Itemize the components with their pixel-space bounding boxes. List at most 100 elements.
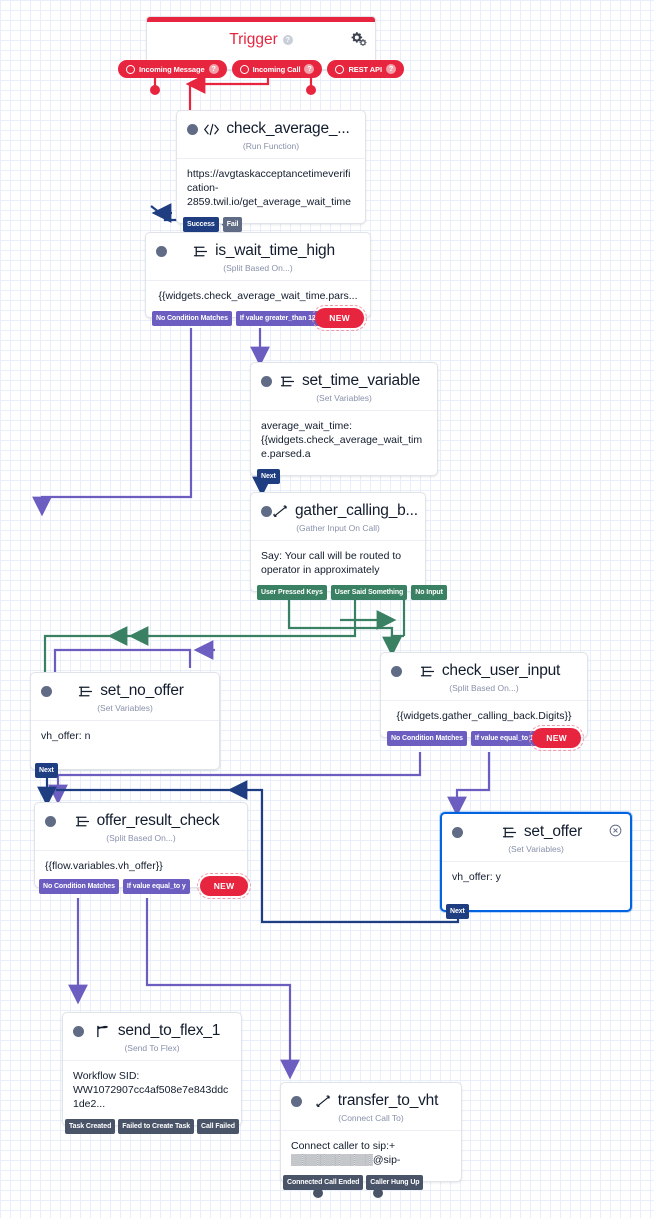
widget-inlet-dot[interactable] <box>452 826 463 838</box>
port-if-value-equal-to[interactable]: If value equal_to y <box>122 878 190 894</box>
split-icon <box>279 373 296 390</box>
port-success[interactable]: Success <box>183 217 219 232</box>
widget-type: (Send To Flex) <box>124 1043 180 1053</box>
widget-body: vh_offer: y <box>442 861 630 910</box>
port-failed-to-create-task[interactable]: Failed to Create Task <box>118 1119 195 1134</box>
split-icon <box>501 824 518 841</box>
widget-header: check_user_input <box>381 653 587 682</box>
widget-inlet-dot[interactable] <box>261 505 272 517</box>
trigger-port-label: Incoming Call <box>252 64 301 74</box>
question-mark-icon[interactable]: ? <box>208 64 219 74</box>
widget-header: transfer_to_vht <box>281 1083 461 1112</box>
trigger-ports: Incoming Message ? Incoming Call ? REST … <box>118 60 404 78</box>
port-connected-call-ended[interactable]: Connected Call Ended <box>283 1175 364 1190</box>
widget-set-time-variable[interactable]: set_time_variable (Set Variables) averag… <box>250 362 438 484</box>
widget-title: is_wait_time_high <box>215 242 335 259</box>
widget-inlet-dot[interactable] <box>41 685 52 697</box>
trigger-port-label: Incoming Message <box>139 64 205 74</box>
port-caller-hung-up[interactable]: Caller Hung Up <box>366 1175 424 1190</box>
question-mark-icon[interactable]: ? <box>385 64 396 74</box>
widget-title: set_offer <box>523 823 583 840</box>
port-if-value-equal-to[interactable]: If value equal_to 1 <box>470 731 538 746</box>
widget-inlet-dot[interactable] <box>391 665 402 677</box>
circle-icon <box>239 64 249 74</box>
widget-transfer-to-vht[interactable]: transfer_to_vht (Connect Call To) Connec… <box>280 1082 462 1190</box>
widget-header: set_no_offer <box>31 673 219 702</box>
widget-body: average_wait_time: {{widgets.check_avera… <box>251 410 437 475</box>
trigger-port-rest-api[interactable]: REST API ? <box>327 60 404 78</box>
close-circle-icon[interactable] <box>609 824 622 837</box>
widget-title: set_no_offer <box>100 682 184 699</box>
widget-title: check_user_input <box>441 662 561 679</box>
widget-ports: No Condition Matches If value equal_to y… <box>39 873 252 899</box>
port-no-condition-matches[interactable]: No Condition Matches <box>152 311 232 326</box>
widget-title: transfer_to_vht <box>337 1092 439 1109</box>
port-task-created[interactable]: Task Created <box>65 1119 116 1134</box>
phone-icon <box>272 503 289 520</box>
code-icon <box>203 121 220 138</box>
widget-body: vh_offer: n <box>31 720 219 769</box>
port-next[interactable]: Next <box>35 763 58 778</box>
widget-is-wait-time-high[interactable]: is_wait_time_high (Split Based On...) {{… <box>145 232 371 331</box>
widget-type: (Split Based On...) <box>223 263 293 273</box>
widget-set-no-offer[interactable]: set_no_offer (Set Variables) vh_offer: n… <box>30 672 220 778</box>
widget-ports: Next <box>446 904 469 919</box>
widget-header: send_to_flex_1 <box>63 1013 241 1042</box>
port-if-value-greater-than[interactable]: If value greater_than 120 <box>235 311 324 326</box>
phone-icon <box>315 1093 332 1110</box>
widget-inlet-dot[interactable] <box>187 123 198 135</box>
widget-type: (Split Based On...) <box>106 833 176 843</box>
port-call-failed[interactable]: Call Failed <box>197 1119 239 1134</box>
question-mark-icon[interactable]: ? <box>304 64 315 74</box>
widget-inlet-dot[interactable] <box>156 245 167 257</box>
widget-type: (Set Variables) <box>316 393 372 403</box>
new-condition-badge[interactable]: NEW <box>312 305 367 331</box>
port-no-input[interactable]: No Input <box>411 585 447 600</box>
split-icon <box>74 813 91 830</box>
widget-check-average[interactable]: check_average_... (Run Function) https:/… <box>176 110 366 232</box>
widget-inlet-dot[interactable] <box>73 1025 84 1037</box>
widget-body: {{flow.variables.vh_offer}} <box>35 850 247 887</box>
port-no-condition-matches[interactable]: No Condition Matches <box>39 878 119 894</box>
port-no-condition-matches[interactable]: No Condition Matches <box>387 731 467 746</box>
widget-ports: No Condition Matches If value equal_to 1 <box>387 731 538 746</box>
new-condition-badge[interactable]: NEW <box>529 725 584 751</box>
gears-icon[interactable] <box>351 30 367 46</box>
widget-body: Workflow SID: WW1072907cc4af508e7e843ddc… <box>63 1060 241 1125</box>
widget-type: (Run Function) <box>242 141 300 151</box>
widget-gather-calling-back[interactable]: gather_calling_b... (Gather Input On Cal… <box>250 492 447 600</box>
widget-inlet-dot[interactable] <box>261 375 272 387</box>
widget-check-user-input[interactable]: check_user_input (Split Based On...) {{w… <box>380 652 588 751</box>
trigger-title: Trigger ? <box>229 31 293 49</box>
widget-ports: No Condition Matches If value greater_th… <box>152 311 324 326</box>
split-icon <box>419 663 436 680</box>
widget-offer-result-check[interactable]: offer_result_check (Split Based On...) {… <box>34 802 252 899</box>
widget-set-offer[interactable]: set_offer (Set Variables) vh_offer: y Ne… <box>440 812 632 919</box>
widget-title: offer_result_check <box>96 812 220 829</box>
widget-new-badge-wrap: NEW <box>312 305 367 331</box>
widget-type: (Gather Input On Call) <box>296 523 380 533</box>
widget-title: set_time_variable <box>301 372 421 389</box>
widget-send-to-flex[interactable]: send_to_flex_1 (Send To Flex) Workflow S… <box>62 1012 242 1134</box>
port-next[interactable]: Next <box>257 469 280 484</box>
widget-inlet-dot[interactable] <box>291 1095 302 1107</box>
widget-type: (Connect Call To) <box>338 1113 404 1123</box>
split-icon <box>77 683 94 700</box>
port-fail[interactable]: Fail <box>222 217 243 232</box>
port-user-said-something[interactable]: User Said Something <box>330 585 408 600</box>
circle-icon <box>126 64 136 74</box>
widget-type: (Set Variables) <box>97 703 153 713</box>
new-condition-badge[interactable]: NEW <box>196 873 252 899</box>
port-user-pressed-keys[interactable]: User Pressed Keys <box>257 585 327 600</box>
trigger-header: Trigger ? <box>147 22 375 51</box>
trigger-port-incoming-message[interactable]: Incoming Message ? <box>118 60 227 78</box>
widget-inlet-dot[interactable] <box>45 815 56 827</box>
widget-ports: Next <box>35 763 58 778</box>
question-mark-icon[interactable]: ? <box>282 35 293 45</box>
widget-title: send_to_flex_1 <box>117 1022 221 1039</box>
trigger-widget[interactable]: Trigger ? Incoming Message ? Incoming Ca… <box>118 16 404 78</box>
port-next[interactable]: Next <box>446 904 469 919</box>
trigger-port-incoming-call[interactable]: Incoming Call ? <box>231 60 323 78</box>
widget-body: {{widgets.gather_calling_back.Digits}} <box>381 700 587 737</box>
